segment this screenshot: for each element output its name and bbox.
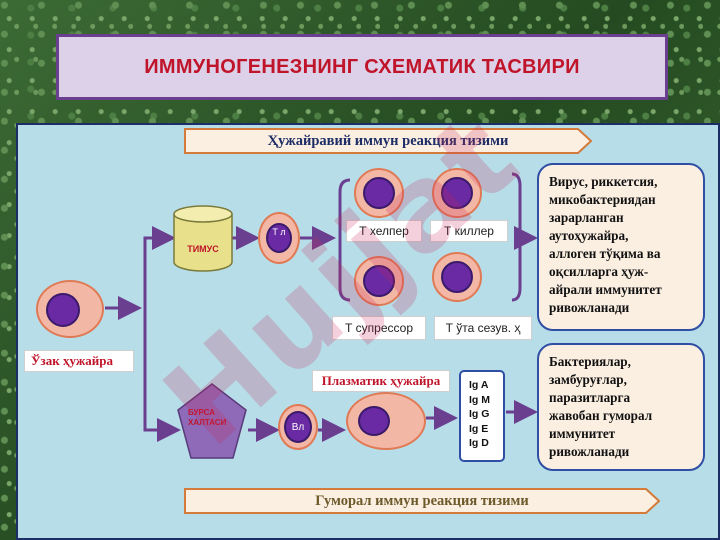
t-helper-cell <box>354 168 404 218</box>
t-suppressor-cell <box>354 256 404 306</box>
ig-item: Ig A <box>469 379 489 391</box>
plasma-cell-label: Плазматик ҳужайра <box>312 370 450 392</box>
t-memory-cell <box>432 252 482 302</box>
b-cell: Вл <box>278 404 318 450</box>
cellular-ribbon: Ҳужайравий иммун реакция тизими <box>184 128 592 154</box>
cellular-ribbon-text: Ҳужайравий иммун реакция тизими <box>267 132 509 149</box>
stem-cell-label: Ўзак ҳужайра <box>24 350 134 372</box>
ig-item: Ig M <box>469 393 490 406</box>
ig-item: Ig G <box>469 408 490 420</box>
bursa-label: БУРСА ХАЛТАСИ <box>188 408 227 427</box>
bursa-pentagon <box>177 383 247 459</box>
ig-item: Ig E <box>469 422 489 435</box>
t-memory-label: Т ўта сезув. ҳ <box>434 316 532 340</box>
plasma-cell-nucleus <box>358 406 390 436</box>
humoral-ribbon-text: Гуморал иммун реакция тизими <box>315 492 529 509</box>
b-cell-label: Вл <box>284 411 312 443</box>
ig-item: Ig D <box>469 437 489 449</box>
t-killer-label: Т киллер <box>430 220 508 242</box>
humoral-immunity-info: Бактериялар, замбуруғлар, паразитларга ж… <box>537 343 705 471</box>
t-helper-label: Т хелпер <box>346 220 422 242</box>
left-bracket <box>338 178 351 302</box>
right-bracket <box>511 172 522 302</box>
stem-cell-nucleus <box>46 293 80 327</box>
t-suppressor-label: Т супрессор <box>332 316 426 340</box>
plasma-cell <box>346 392 426 450</box>
split-bracket <box>143 236 158 432</box>
t-cell: Т л <box>258 212 300 264</box>
cellular-immunity-info: Вирус, риккетсия, микобактериядан зарарл… <box>537 163 705 331</box>
thymus-cylinder <box>173 205 233 272</box>
thymus-label: ТИМУС <box>187 244 219 254</box>
t-cell-label: Т л <box>266 223 292 253</box>
immunoglobulin-list: Ig A Ig M Ig G Ig E Ig D <box>459 370 505 462</box>
t-killer-cell <box>432 168 482 218</box>
slide-title: ИММУНОГЕНЕЗНИНГ СХЕМАТИК ТАСВИРИ <box>56 34 668 100</box>
stem-cell <box>36 280 104 338</box>
humoral-ribbon: Гуморал иммун реакция тизими <box>184 488 660 514</box>
